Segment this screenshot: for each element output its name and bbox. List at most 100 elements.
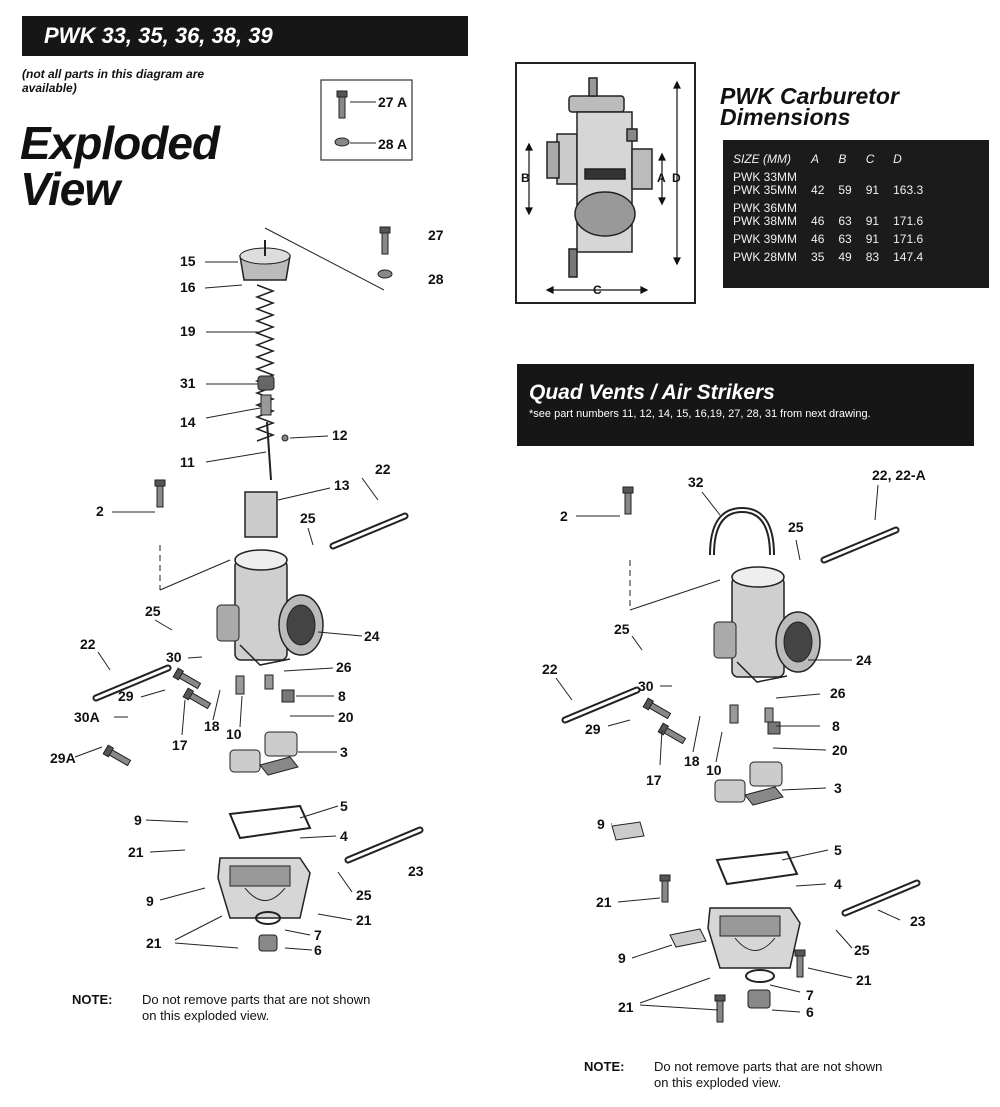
callout-27a: 27 A (378, 94, 407, 110)
callout-16: 16 (180, 279, 196, 295)
note-right-label: NOTE: (584, 1059, 625, 1074)
callout-30: 30 (166, 649, 182, 665)
note-right: NOTE: Do not remove parts that are not sh… (584, 1059, 882, 1091)
dim-col-header: C (865, 152, 875, 166)
dimensions-title: PWK Carburetor Dimensions (720, 85, 899, 129)
header-title: PWK 33, 35, 36, 38, 39 (44, 23, 273, 48)
r-callout-23: 23 (910, 913, 926, 929)
r-callout-2: 2 (560, 508, 568, 524)
left-exploded-diagram (96, 79, 420, 952)
callout-4: 4 (340, 828, 348, 844)
exploded-view-title: Exploded View (20, 117, 220, 215)
dim-cell-size: PWK 39MM (733, 232, 798, 246)
callout-20: 20 (338, 709, 354, 725)
r-callout-29: 29 (585, 721, 601, 737)
callout-29: 29 (118, 688, 134, 704)
dim-cell-b: 63 (838, 232, 852, 246)
right-exploded-diagram (565, 486, 917, 1023)
callout-28a: 28 A (378, 136, 407, 152)
dim-cell-b: 63 (838, 214, 852, 228)
callout-15: 15 (180, 253, 196, 269)
callout-27: 27 (428, 227, 444, 243)
r-callout-21-right: 21 (856, 972, 872, 988)
r-callout-7: 7 (806, 987, 814, 1003)
r-callout-22-left: 22 (542, 661, 558, 677)
r-callout-4: 4 (834, 876, 842, 892)
callout-30a: 30A (74, 709, 100, 725)
carburetor-dimension-drawing: B A D C (521, 77, 681, 297)
callout-8: 8 (338, 688, 346, 704)
callout-10: 10 (226, 726, 242, 742)
dim-label-d: D (672, 171, 681, 185)
callout-26: 26 (336, 659, 352, 675)
dim-cell-c: 83 (865, 250, 880, 264)
dim-col-header: SIZE (MM) (733, 152, 791, 166)
callout-5: 5 (340, 798, 348, 814)
r-callout-24: 24 (856, 652, 872, 668)
dim-col-header: B (838, 152, 847, 166)
callout-2: 2 (96, 503, 104, 519)
dim-cell-a: 42 (811, 183, 825, 197)
r-callout-25-mid: 25 (614, 621, 630, 637)
note-right-line1: Do not remove parts that are not shown (654, 1059, 883, 1074)
quad-title: Quad Vents / Air Strikers (529, 381, 775, 404)
dim-cell-d: 171.6 (893, 232, 924, 246)
dim-cell-a: 46 (811, 232, 825, 246)
r-callout-9-bottom: 9 (618, 950, 626, 966)
dim-cell-b: 59 (838, 183, 852, 197)
r-callout-6: 6 (806, 1004, 814, 1020)
note-left-label: NOTE: (72, 992, 113, 1007)
dim-cell-c: 91 (865, 183, 880, 197)
callout-21-top: 21 (128, 844, 144, 860)
callout-12: 12 (332, 427, 348, 443)
callout-21-right: 21 (356, 912, 372, 928)
callout-11: 11 (180, 454, 195, 470)
r-callout-25-top: 25 (788, 519, 804, 535)
dim-cell-size: PWK 28MM (733, 250, 798, 264)
r-callout-10: 10 (706, 762, 722, 778)
callout-28: 28 (428, 271, 444, 287)
dimension-figure: B A D C (515, 62, 696, 304)
exploded-title-line2: View (20, 163, 120, 215)
dim-label-b: B (521, 171, 530, 185)
note-right-line2: on this exploded view. (654, 1075, 782, 1090)
callout-25-bottom: 25 (356, 887, 372, 903)
dim-label-c: C (593, 283, 602, 297)
dim-cell-d: 147.4 (893, 250, 924, 264)
callout-29a: 29A (50, 750, 76, 766)
r-callout-25-bottom: 25 (854, 942, 870, 958)
header-title-bar: PWK 33, 35, 36, 38, 39 (22, 16, 468, 56)
r-callout-8: 8 (832, 718, 840, 734)
r-callout-17: 17 (646, 772, 662, 788)
callout-3: 3 (340, 744, 348, 760)
note-left-line2: on this exploded view. (142, 1008, 270, 1023)
r-callout-26: 26 (830, 685, 846, 701)
dim-label-a: A (657, 171, 666, 185)
dim-cell-b: 49 (838, 250, 852, 264)
dim-cell-d: 163.3 (893, 183, 924, 197)
callout-24: 24 (364, 628, 380, 644)
r-callout-21-top: 21 (596, 894, 612, 910)
dim-cell-a: 46 (811, 214, 825, 228)
r-callout-32: 32 (688, 474, 704, 490)
callout-7: 7 (314, 927, 322, 943)
exploded-title-line1: Exploded (20, 117, 220, 169)
note-left-line1: Do not remove parts that are not shown (142, 992, 371, 1007)
availability-note: (not all parts in this diagram are avail… (22, 67, 205, 95)
callout-18: 18 (204, 718, 220, 734)
quad-subtitle: *see part numbers 11, 12, 14, 15, 16,19,… (529, 408, 871, 420)
callout-31: 31 (180, 375, 196, 391)
r-callout-3: 3 (834, 780, 842, 796)
dim-cell-c: 91 (865, 214, 880, 228)
quad-section-header: Quad Vents / Air Strikers *see part numb… (517, 364, 974, 446)
dim-cell-d: 171.6 (893, 214, 924, 228)
callout-17: 17 (172, 737, 188, 753)
r-callout-22-22a: 22, 22-A (872, 467, 926, 483)
